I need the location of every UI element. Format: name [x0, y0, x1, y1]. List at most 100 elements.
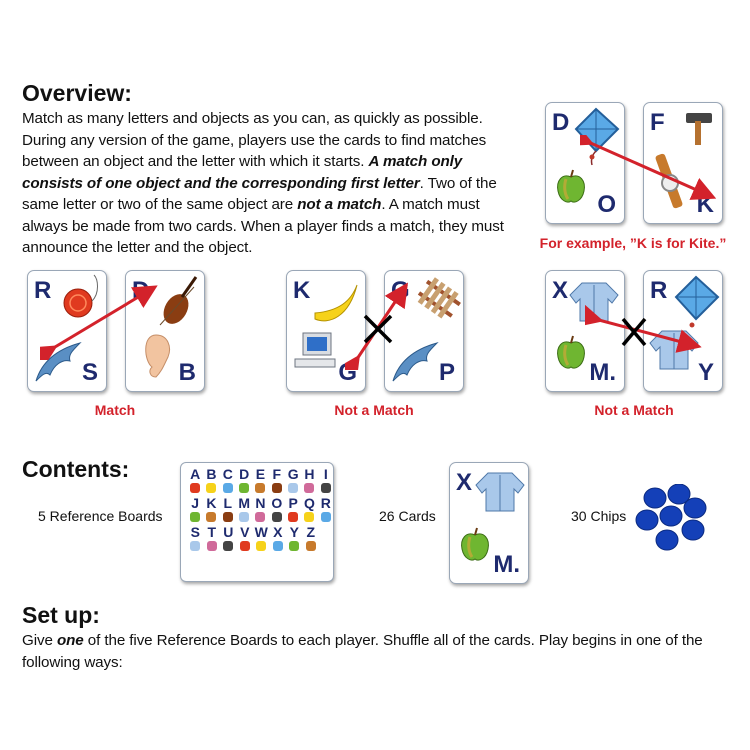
board-letter-cell: X: [271, 525, 286, 551]
board-letter: O: [271, 495, 283, 511]
overview-text-2: . Two of the same letter or two of the s…: [22, 174, 497, 214]
not-match-arrow-2: [585, 305, 702, 353]
board-picture-icon: [271, 483, 282, 493]
board-picture-icon: [288, 512, 299, 522]
board-letter: G: [287, 466, 299, 482]
chips-icon: [635, 484, 707, 551]
board-letter-cell: A: [188, 467, 202, 493]
chips-label: 30 Chips: [571, 508, 627, 524]
board-letter: A: [190, 466, 201, 482]
board-letter: D: [239, 466, 250, 482]
board-letter: T: [207, 524, 217, 540]
board-picture-icon: [239, 541, 250, 551]
card-bottom-letter: B: [178, 359, 196, 386]
board-letter-cell: H: [302, 467, 316, 493]
board-picture-icon: [239, 483, 250, 493]
board-letter-cell: W: [254, 525, 269, 551]
board-letter: P: [288, 495, 298, 511]
card-bottom-letter: Y: [697, 359, 714, 386]
card-bottom-letter: P: [438, 359, 455, 386]
board-picture-icon: [288, 483, 299, 493]
board-picture-icon: [190, 483, 201, 493]
overview-text-1: Match as many letters and objects as you…: [22, 110, 487, 170]
board-picture-icon: [305, 541, 316, 551]
board-picture-icon: [190, 541, 201, 551]
board-letter: S: [190, 524, 200, 540]
board-picture-icon: [304, 512, 315, 522]
board-picture-icon: [304, 483, 315, 493]
board-letter: L: [223, 495, 233, 511]
setup-heading: Set up:: [22, 602, 100, 628]
board-picture-icon: [271, 512, 282, 522]
board-picture-icon: [289, 541, 300, 551]
board-letter: J: [191, 495, 200, 511]
board-letter-cell: R: [319, 496, 333, 522]
setup-text-2: of the five Reference Boards to each pla…: [22, 632, 703, 671]
match-card-g: G P: [384, 270, 464, 392]
board-picture-icon: [256, 541, 267, 551]
apple-icon: [557, 335, 585, 369]
board-picture-icon: [206, 512, 217, 522]
overview-paragraph: Match as many letters and objects as you…: [22, 108, 520, 259]
hammer-icon: [686, 113, 712, 145]
example-caption: For example, ”K is for Kite.”: [539, 235, 727, 251]
board-letter: Z: [306, 524, 316, 540]
board-letter-cell: K: [204, 496, 218, 522]
board-letter: V: [240, 524, 250, 540]
not-match-label-1: Not a Match: [334, 402, 414, 418]
board-letter: E: [255, 466, 266, 482]
computer-icon: [294, 332, 336, 368]
card-top-letter: F: [650, 109, 665, 136]
setup-one-bold: one: [56, 632, 84, 649]
reference-boards-label: 5 Reference Boards: [38, 508, 163, 524]
board-letter: Y: [289, 524, 299, 540]
board-picture-icon: [320, 512, 331, 522]
board-picture-icon: [190, 512, 201, 522]
board-letter-cell: J: [188, 496, 202, 522]
card-top-letter: K: [293, 277, 311, 304]
violin-icon: [159, 276, 198, 326]
board-picture-icon: [222, 483, 233, 493]
board-letter-cell: E: [253, 467, 267, 493]
card-bottom-letter: S: [81, 359, 98, 386]
overview-text-3: . A match must always be made from two c…: [22, 196, 504, 256]
board-letter-cell: O: [270, 496, 284, 522]
board-letter-cell: U: [221, 525, 236, 551]
board-letter-cell: N: [253, 496, 267, 522]
board-letter-cell: M: [237, 496, 251, 522]
board-picture-icon: [255, 483, 266, 493]
board-letter-cell: B: [204, 467, 218, 493]
board-letter-cell: P: [286, 496, 300, 522]
overview-rule-bold: A match only consists of one object and …: [22, 153, 463, 192]
board-letter: Q: [304, 495, 315, 511]
dolphin-icon: [392, 342, 439, 382]
match-card-x: X M.: [545, 270, 625, 392]
board-letter-cell: T: [205, 525, 220, 551]
board-letter-cell: C: [221, 467, 235, 493]
board-letter-cell: Q: [302, 496, 316, 522]
board-letter: X: [273, 524, 283, 540]
apple-icon: [557, 169, 585, 203]
card-bottom-letter: M.: [589, 359, 616, 386]
jacket-icon: [475, 472, 525, 512]
apple-icon: [461, 527, 489, 561]
board-letter-cell: D: [237, 467, 251, 493]
board-letter: W: [254, 524, 268, 540]
board-letter-cell: F: [270, 467, 284, 493]
board-letter: F: [272, 466, 282, 482]
not-match-label-2: Not a Match: [594, 402, 674, 418]
board-picture-icon: [320, 483, 331, 493]
setup-text-1: Give: [22, 632, 57, 649]
board-picture-icon: [223, 541, 234, 551]
overview-not-a-match-bold: not a match: [297, 196, 382, 213]
board-letter-cell: Z: [304, 525, 319, 551]
board-picture-icon: [206, 541, 217, 551]
not-match-arrow: [345, 282, 408, 370]
board-letter: C: [222, 466, 233, 482]
board-letter: U: [223, 524, 234, 540]
